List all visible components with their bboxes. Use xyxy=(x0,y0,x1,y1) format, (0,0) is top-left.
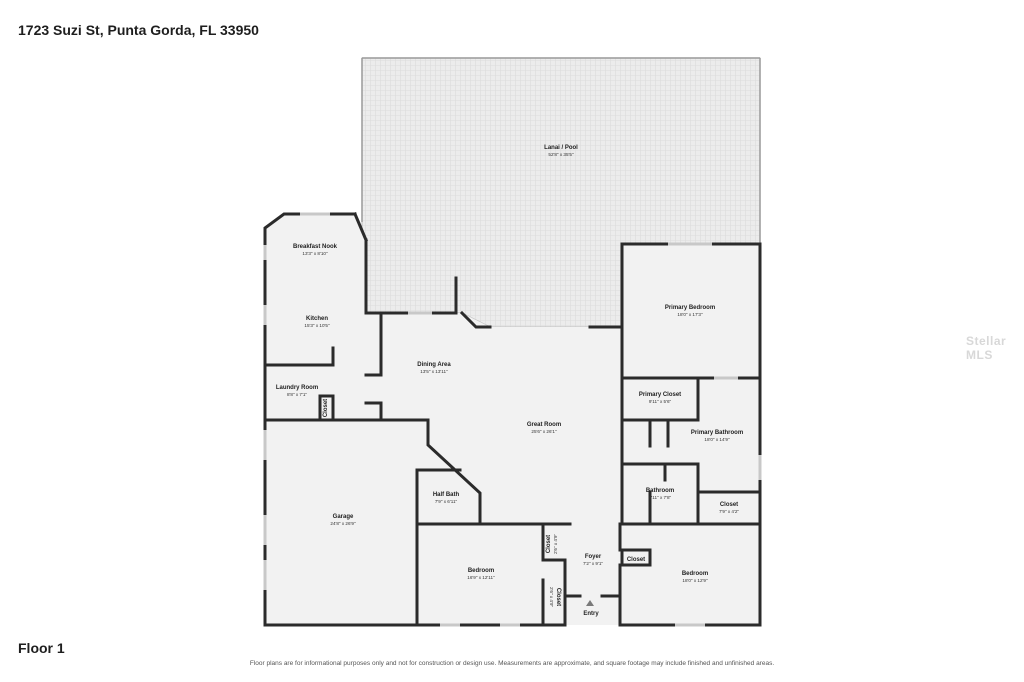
svg-text:Closet: Closet xyxy=(627,557,645,563)
svg-text:Closet: Closet xyxy=(555,588,561,606)
room-bathroom: Bathroom 9'11" x 7'8" xyxy=(646,488,674,500)
svg-text:15'3" x 10'5": 15'3" x 10'5" xyxy=(304,323,330,328)
room-primary-bedroom: Primary Bedroom 18'0" x 17'3" xyxy=(665,305,715,317)
room-bedroom-left: Bedroom 16'9" x 12'11" xyxy=(467,568,495,580)
room-bath-closet: Closet 7'9" x 4'2" xyxy=(719,502,739,514)
svg-text:Lanai / Pool: Lanai / Pool xyxy=(544,145,578,151)
svg-text:7'2" x 9'1": 7'2" x 9'1" xyxy=(583,561,603,566)
windows xyxy=(263,212,762,627)
room-laundry-closet: Closet xyxy=(323,399,329,417)
property-address: 1723 Suzi St, Punta Gorda, FL 33950 xyxy=(18,22,259,38)
room-garage: Garage 24'8" x 26'9" xyxy=(330,514,356,526)
svg-text:Bedroom: Bedroom xyxy=(682,571,708,577)
entry-arrow-icon xyxy=(586,600,594,606)
svg-text:Primary Bathroom: Primary Bathroom xyxy=(691,430,743,436)
svg-text:Bathroom: Bathroom xyxy=(646,488,674,494)
svg-text:Garage: Garage xyxy=(333,514,354,520)
svg-text:9'11" x 7'8": 9'11" x 7'8" xyxy=(649,495,672,500)
svg-text:52'8" x 35'5": 52'8" x 35'5" xyxy=(548,152,574,157)
room-breakfast-nook: Breakfast Nook 13'3" x 8'10" xyxy=(293,244,338,256)
svg-text:16'9" x 12'11": 16'9" x 12'11" xyxy=(467,575,495,580)
svg-text:2'6" x 4'9": 2'6" x 4'9" xyxy=(553,534,558,554)
house-floor xyxy=(265,214,760,625)
svg-text:Great Room: Great Room xyxy=(527,422,561,428)
svg-text:8'8" x 7'1": 8'8" x 7'1" xyxy=(287,392,307,397)
room-foyer: Foyer 7'2" x 9'1" xyxy=(583,554,603,566)
disclaimer: Floor plans are for informational purpos… xyxy=(249,660,775,667)
svg-text:2'6" x 4'9": 2'6" x 4'9" xyxy=(549,587,554,607)
svg-text:9'11" x 5'6": 9'11" x 5'6" xyxy=(649,399,672,404)
entry-label: Entry xyxy=(583,611,599,617)
room-primary-bathroom: Primary Bathroom 18'0" x 14'9" xyxy=(691,430,743,442)
svg-text:Breakfast Nook: Breakfast Nook xyxy=(293,244,338,250)
svg-text:25'6" x 26'1": 25'6" x 26'1" xyxy=(531,429,557,434)
svg-text:13'3" x 8'10": 13'3" x 8'10" xyxy=(302,251,328,256)
walls xyxy=(263,212,762,627)
room-laundry: Laundry Room 8'8" x 7'1" xyxy=(276,385,318,397)
room-great-room: Great Room 25'6" x 26'1" xyxy=(527,422,561,434)
svg-text:24'8" x 26'9": 24'8" x 26'9" xyxy=(330,521,356,526)
room-lanai: Lanai / Pool 52'8" x 35'5" xyxy=(544,145,578,157)
svg-text:Primary Bedroom: Primary Bedroom xyxy=(665,305,715,311)
room-closet-a: Closet 2'6" x 4'9" xyxy=(546,534,558,554)
svg-text:Foyer: Foyer xyxy=(585,554,602,560)
svg-text:7'9" x 6'11": 7'9" x 6'11" xyxy=(435,499,458,504)
svg-text:Kitchen: Kitchen xyxy=(306,316,328,322)
watermark: Stellar MLS xyxy=(966,334,1007,362)
svg-text:Half Bath: Half Bath xyxy=(433,492,460,498)
room-kitchen: Kitchen 15'3" x 10'5" xyxy=(304,316,330,328)
room-closet-b: Closet 2'6" x 4'9" xyxy=(549,587,561,607)
svg-text:18'0" x 17'3": 18'0" x 17'3" xyxy=(677,312,703,317)
svg-text:Closet: Closet xyxy=(546,535,552,553)
room-bedroom-right: Bedroom 18'0" x 12'9" xyxy=(682,571,708,583)
svg-text:18'0" x 12'9": 18'0" x 12'9" xyxy=(682,578,708,583)
svg-text:7'9" x 4'2": 7'9" x 4'2" xyxy=(719,509,739,514)
floor-label: Floor 1 xyxy=(18,640,65,656)
room-half-bath: Half Bath 7'9" x 6'11" xyxy=(433,492,460,504)
svg-text:Dining Area: Dining Area xyxy=(417,362,451,368)
room-foyer-closet: Closet xyxy=(627,557,645,563)
svg-text:Primary Closet: Primary Closet xyxy=(639,392,681,398)
svg-text:13'5" x 13'11": 13'5" x 13'11" xyxy=(420,369,448,374)
svg-text:18'0" x 14'9": 18'0" x 14'9" xyxy=(704,437,730,442)
svg-text:Closet: Closet xyxy=(720,502,738,508)
svg-text:Laundry Room: Laundry Room xyxy=(276,385,318,391)
svg-text:Closet: Closet xyxy=(323,399,329,417)
svg-text:Bedroom: Bedroom xyxy=(468,568,494,574)
room-primary-closet: Primary Closet 9'11" x 5'6" xyxy=(639,392,681,404)
room-dining-area: Dining Area 13'5" x 13'11" xyxy=(417,362,451,374)
